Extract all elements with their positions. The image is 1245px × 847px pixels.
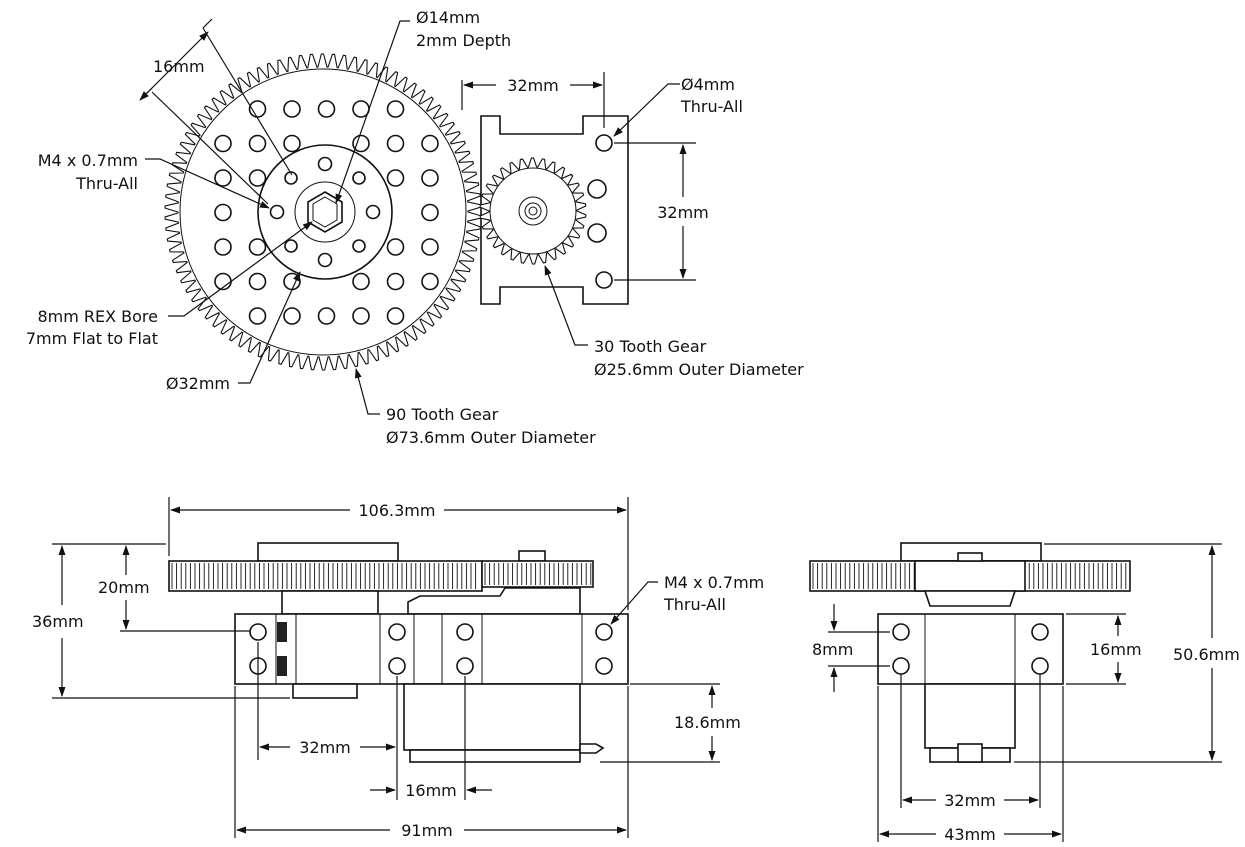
side-coupler xyxy=(923,590,1017,607)
side-screw-label-2: Thru-All xyxy=(663,595,726,614)
gear-pattern-hole xyxy=(317,307,336,325)
bracket-holes xyxy=(587,134,613,289)
rex-hex-inner xyxy=(312,196,338,228)
front-view-dimensions xyxy=(52,497,720,838)
base-width-label: 91mm xyxy=(401,821,453,840)
front-servo-cable xyxy=(579,743,605,754)
front-small-gear xyxy=(481,560,594,588)
hole-spacing-label: 32mm xyxy=(299,738,351,757)
top-view: Ø14mm 2mm Depth 16mm M4 x 0.7mm Thru-All… xyxy=(26,8,804,447)
thirty-tooth-gear xyxy=(479,157,587,265)
front-view: 106.3mm 20mm 36mm M4 x 0.7mm Thru-All 32… xyxy=(32,497,764,840)
gear-pattern-hole xyxy=(421,203,439,222)
side-total-height-label: 50.6mm xyxy=(1173,645,1240,664)
servo-drop-label: 18.6mm xyxy=(674,713,741,732)
bracket-hole-label-1: Ø4mm xyxy=(681,75,735,94)
small-gear-label-2: Ø25.6mm Outer Diameter xyxy=(594,360,804,379)
front-hub-lower xyxy=(281,590,379,615)
front-hub-top xyxy=(257,542,399,562)
front-bracket-holes xyxy=(249,622,613,676)
rex-bore-label-2: 7mm Flat to Flat xyxy=(26,329,158,348)
hub-screw-label-1: M4 x 0.7mm xyxy=(38,151,138,170)
total-height-label: 36mm xyxy=(32,612,84,631)
side-hole-spacing-h-label: 32mm xyxy=(944,791,996,810)
hub-diameter-label: Ø32mm xyxy=(166,374,230,393)
side-small-gear xyxy=(914,560,1026,592)
front-hub-bottom xyxy=(292,683,358,699)
front-small-gear-teeth xyxy=(484,563,592,585)
big-gear-label-1: 90 Tooth Gear xyxy=(386,405,499,424)
gear-pattern-hole xyxy=(248,169,267,187)
gear-pattern-hole xyxy=(386,134,405,153)
hub-screw-label-2: Thru-All xyxy=(75,174,138,193)
gear-drop-label: 20mm xyxy=(98,578,150,597)
side-screw-label-1: M4 x 0.7mm xyxy=(664,573,764,592)
side-view-dimensions xyxy=(828,543,1222,842)
center-spacing-label: 16mm xyxy=(405,781,457,800)
front-servo-top xyxy=(407,587,581,615)
front-bracket-body xyxy=(234,613,629,685)
gear-pattern-hole xyxy=(248,134,267,153)
hub-screw-holes xyxy=(269,156,381,268)
gear-pattern-hole xyxy=(248,272,267,291)
bracket-spacing-label: 32mm xyxy=(657,203,709,222)
bracket-width-label: 32mm xyxy=(507,76,559,95)
gear-pattern-hole xyxy=(248,238,267,256)
gear-pattern-hole xyxy=(283,100,301,118)
hole-vertical-label: 8mm xyxy=(812,640,853,659)
gear-pattern-hole xyxy=(386,307,405,325)
small-gear-label-1: 30 Tooth Gear xyxy=(594,337,707,356)
gear-pattern-hole xyxy=(352,134,370,153)
hub-width-label: 16mm xyxy=(153,57,205,76)
gear-pattern-hole xyxy=(214,169,232,187)
rex-bore-label-1: 8mm REX Bore xyxy=(37,307,158,326)
gear-pattern-hole xyxy=(283,134,301,153)
small-gear-root xyxy=(489,167,577,255)
gear-pattern-hole xyxy=(214,238,232,256)
gear-pattern-hole xyxy=(421,169,439,187)
hub-bore-label-2: 2mm Depth xyxy=(416,31,511,50)
gear-pattern-hole xyxy=(352,272,370,291)
hub-bore-recess xyxy=(294,181,356,243)
big-gear-label-2: Ø73.6mm Outer Diameter xyxy=(386,428,596,447)
ninety-tooth-gear-root xyxy=(179,68,467,356)
top-view-dimensions xyxy=(139,18,696,415)
gear-pattern-hole xyxy=(214,134,232,153)
hole-spacing-v-label: 16mm xyxy=(1090,640,1142,659)
gear-pattern-hole xyxy=(386,238,405,256)
gear-pattern-hole xyxy=(421,134,439,153)
side-bracket-body xyxy=(877,613,1064,685)
gear-pattern-hole xyxy=(248,307,267,325)
gear-pattern-hole xyxy=(214,203,232,222)
overall-width-label: 106.3mm xyxy=(359,501,436,520)
gear-pattern-hole xyxy=(352,307,370,325)
gear-pattern-hole xyxy=(386,100,405,118)
side-servo-body xyxy=(924,683,1016,749)
front-servo-base xyxy=(409,749,581,763)
gear-pattern-hole xyxy=(283,307,301,325)
gear-pattern-hole xyxy=(386,272,405,291)
front-small-gear-hub xyxy=(518,550,546,562)
front-servo-body xyxy=(403,683,581,751)
gear-pattern-hole xyxy=(421,238,439,256)
front-big-gear xyxy=(168,560,483,592)
bracket-hole-label-2: Thru-All xyxy=(680,97,743,116)
side-servo-cable xyxy=(957,743,983,763)
gear-pattern-hole xyxy=(421,272,439,291)
side-view: 8mm 16mm 50.6mm 32mm 43mm xyxy=(809,542,1240,844)
side-body-width-label: 43mm xyxy=(944,825,996,844)
side-small-gear-hub xyxy=(957,552,983,562)
gear-pattern-hole xyxy=(386,169,405,187)
front-big-gear-teeth xyxy=(171,563,477,589)
gear-hole-pattern xyxy=(214,100,439,325)
hub-bore-label-1: Ø14mm xyxy=(416,8,480,27)
side-bracket-holes xyxy=(892,623,1049,675)
gear-pattern-hole xyxy=(317,100,336,118)
